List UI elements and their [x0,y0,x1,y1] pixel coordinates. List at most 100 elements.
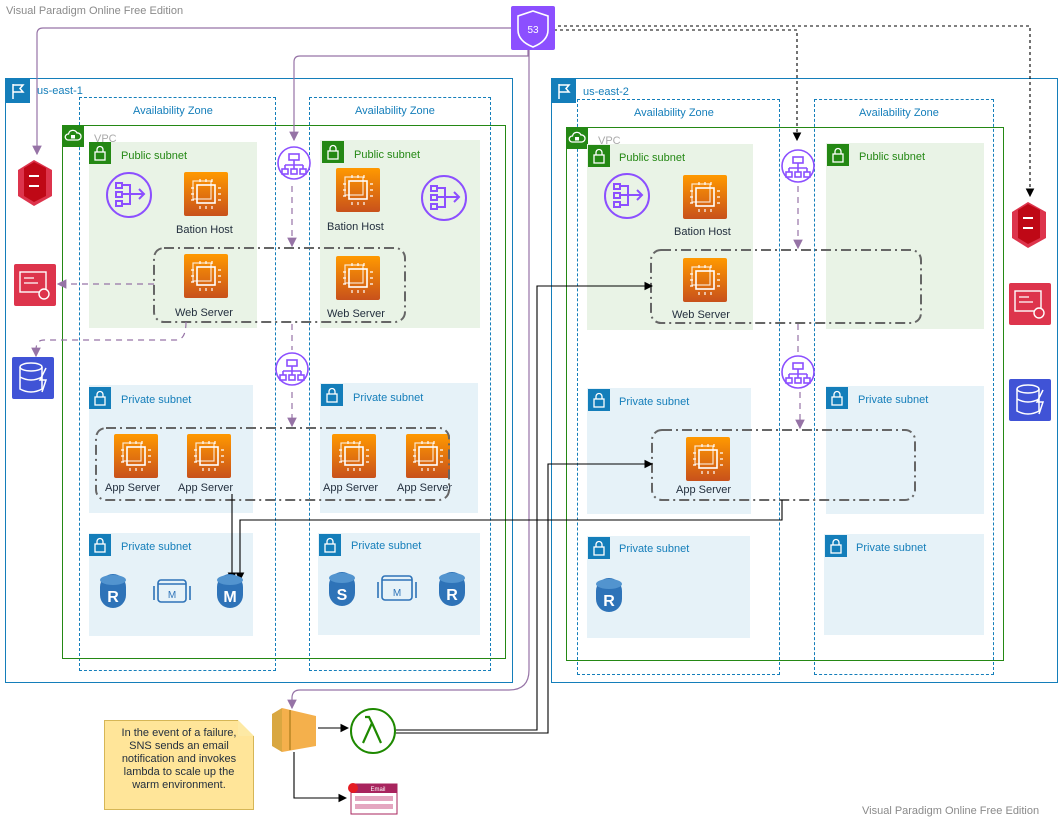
lock-icon [319,534,341,556]
elb-icon [781,149,815,183]
dynamodb-icon [1009,379,1051,421]
subnet-label: Private subnet [121,541,192,553]
node-label: Bation Host [674,226,731,238]
lock-icon [588,537,610,559]
lock-icon [825,535,847,557]
node-label: Web Server [327,308,385,320]
rds-read-replica-icon [100,574,126,608]
rds-letter: R [107,589,119,606]
email-label: Email [370,787,385,793]
note-fold [238,720,254,736]
node-label: Bation Host [327,221,384,233]
route53-to-elb-1 [289,46,529,142]
asg-web-1 [153,247,406,323]
subnet-label: Private subnet [351,540,422,552]
sns-connector [287,46,530,710]
nat-gateway-icon [604,173,650,219]
node-label: App Server [178,482,234,494]
region-label-us-east-1: us-east-1 [37,85,83,97]
certificate-manager-icon [14,264,56,306]
watermark-bottom: Visual Paradigm Online Free Edition [862,805,1040,817]
node-label: App Server [676,484,732,496]
dynamodb-icon [12,357,54,399]
rds-letter: M [168,590,176,601]
rds-multi-az-icon [377,575,417,601]
s3-bucket-icon [18,160,52,206]
nat-gateway-icon [421,175,467,221]
lock-icon [827,144,849,166]
ec2-bastion-host-icon [184,172,228,216]
availability-zone-2a [577,99,780,675]
asg-app-1 [95,427,450,501]
rds-read-replica-icon [596,578,622,612]
elb-icon [275,352,309,386]
region-us-east-2 [551,78,1058,683]
lock-icon [89,142,111,164]
node-label: Web Server [672,309,730,321]
ec2-app-server-icon [332,434,376,478]
vpc-cloud-icon [566,127,588,149]
rds-letter: R [446,587,458,604]
lambda-to-web-2 [396,281,654,731]
elb-icons [275,146,815,389]
note-text: In the event of a failure, SNS sends an … [121,727,237,791]
ec2-web-server-icon [683,258,727,302]
purple-connectors [31,27,805,710]
subnet-label: Public subnet [619,152,686,164]
az-label: Availability Zone [634,107,714,119]
lambda-icon [350,708,396,754]
node-label: Bation Host [176,224,233,236]
node-label: Web Server [175,307,233,319]
subnet-label: Private subnet [121,394,192,406]
rds-letter: M [393,588,401,599]
vpc-cloud-icon [62,125,84,147]
route53-to-elb-region2 [548,29,802,142]
asg-web-2 [650,249,922,324]
lock-icon [322,141,344,163]
vpc-us-east-2 [566,127,1004,661]
app2-to-db-1 [235,500,783,582]
private-subnet-db-2b [824,534,984,635]
ec2-web-server-icon [184,254,228,298]
ec2-bastion-host-icon [336,168,380,212]
ec2-app-server-icon [187,434,231,478]
elb-icon [781,355,815,389]
sns-to-email [293,752,348,803]
lock-icon [826,387,848,409]
region-flag-icon [552,79,576,103]
failover-note: In the event of a failure, SNS sends an … [104,720,254,810]
lock-icon [321,384,343,406]
public-subnet-1a [89,142,257,328]
lock-icon [89,387,111,409]
lock-icon [588,145,610,167]
rds-letter: R [603,593,615,610]
availability-zone-1a [79,97,276,671]
asg-to-dynamodb [31,321,187,358]
ec2-app-server-icon [114,434,158,478]
subnet-label: Private subnet [856,542,927,554]
vpc-us-east-1 [62,125,506,659]
node-label: App Server [323,482,379,494]
nat-gateway-icons [106,172,650,221]
route53-label: 53 [527,25,539,36]
ec2-app-server-icon [686,437,730,481]
public-subnet-2b [826,143,984,329]
ec2-app-server-icon [406,434,450,478]
region-us-east-1 [5,78,513,683]
elb-icon [277,146,311,180]
rds-standby-icon [329,572,355,606]
email-icon [348,783,398,815]
ec2-bastion-host-icon [683,175,727,219]
nat-gateway-icon [106,172,152,218]
region-flag-icon [6,79,30,103]
s3-bucket-icon [1012,202,1046,248]
rds-multi-az-icon [153,579,191,603]
az-label: Availability Zone [133,105,213,117]
rds-letter: S [337,587,348,604]
subnet-label: Public subnet [859,151,926,163]
region-label-us-east-2: us-east-2 [583,86,629,98]
availability-zone-2b [814,99,994,675]
subnet-label: Public subnet [121,150,188,162]
route53-to-s3-1 [32,27,511,156]
